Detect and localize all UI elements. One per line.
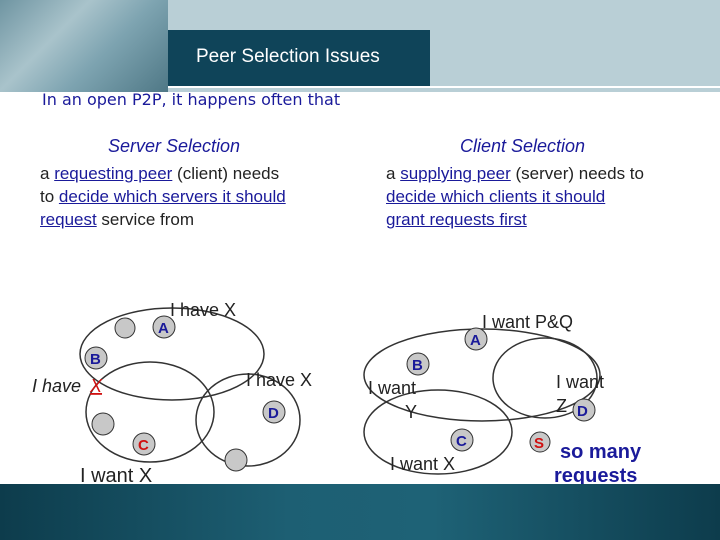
left-node-c-label: C	[138, 437, 149, 454]
text-run: service from	[96, 210, 194, 229]
left-ellipse-top	[79, 307, 265, 401]
left-node-b-label: B	[90, 351, 101, 368]
text-run: a	[40, 164, 55, 183]
right-d-text-1: I want	[556, 372, 604, 392]
right-node-c	[450, 428, 474, 452]
text-run: a	[386, 164, 401, 183]
underlined-phrase: supplying peer	[400, 164, 511, 183]
right-heading: Client Selection	[460, 136, 586, 156]
right-s-text-1: so many	[560, 441, 642, 463]
left-d-text: I have X	[246, 370, 312, 390]
right-node-s-label: S	[534, 435, 544, 452]
right-a-text: I want P&Q	[482, 312, 573, 332]
text-run: (server) needs to	[510, 164, 644, 183]
right-node-b	[406, 352, 430, 376]
underlined-phrase: requesting peer	[54, 164, 173, 183]
right-ellipse-bottom	[363, 389, 513, 475]
left-node-d-label: D	[268, 405, 279, 422]
left-ellipse-right	[195, 373, 301, 467]
left-node-a-label: A	[158, 320, 169, 337]
left-b-x: X	[89, 376, 103, 396]
right-node-s	[529, 431, 551, 453]
left-node-gray-1	[114, 317, 136, 339]
right-b-text-1: I want	[368, 378, 416, 398]
left-node-gray-2	[91, 412, 115, 436]
description-line: decide which clients it should	[386, 185, 644, 208]
right-node-d-label: D	[577, 403, 588, 420]
description-line: grant requests first	[386, 208, 644, 231]
right-node-b-label: B	[412, 357, 423, 374]
right-c-text: I want X	[390, 454, 455, 474]
description-line: a requesting peer (client) needs	[40, 162, 286, 185]
left-node-a	[152, 315, 176, 339]
intro-text: In an open P2P, it happens often that	[42, 90, 341, 109]
left-node-d	[262, 400, 286, 424]
title-bar	[168, 30, 430, 86]
right-d-text-2: Z	[556, 396, 567, 416]
page-title: Peer Selection Issues	[196, 46, 380, 67]
left-b-text: I have	[32, 376, 81, 396]
description-line: to decide which servers it should	[40, 185, 286, 208]
description-line: request service from	[40, 208, 286, 231]
right-node-a-label: A	[470, 332, 481, 349]
right-node-a	[464, 327, 488, 351]
left-heading: Server Selection	[108, 136, 241, 156]
right-node-d	[572, 398, 596, 422]
underlined-phrase: request	[40, 210, 97, 229]
left-c-text: I want X	[80, 465, 152, 487]
text-run: to	[40, 187, 59, 206]
underlined-phrase: decide which servers it should	[58, 187, 286, 206]
left-node-b	[84, 346, 108, 370]
left-node-c	[132, 432, 156, 456]
left-ellipse-left	[85, 361, 215, 463]
right-s-text-2: requests	[554, 465, 637, 487]
underlined-phrase: grant requests first	[386, 210, 527, 229]
right-b-text-2: Y	[405, 402, 417, 422]
right-description: a supplying peer (server) needs to decide…	[386, 162, 644, 231]
left-a-text: I have X	[170, 300, 236, 320]
left-node-gray-3	[224, 448, 248, 472]
header-fish-image	[0, 0, 168, 92]
right-ellipse-top	[363, 328, 601, 422]
right-node-c-label: C	[456, 433, 467, 450]
right-ellipse-right	[492, 337, 598, 419]
underlined-phrase: decide which clients it should	[386, 187, 606, 206]
footer-band	[0, 484, 720, 540]
text-run: (client) needs	[172, 164, 280, 183]
description-line: a supplying peer (server) needs to	[386, 162, 644, 185]
header-divider	[168, 86, 720, 88]
